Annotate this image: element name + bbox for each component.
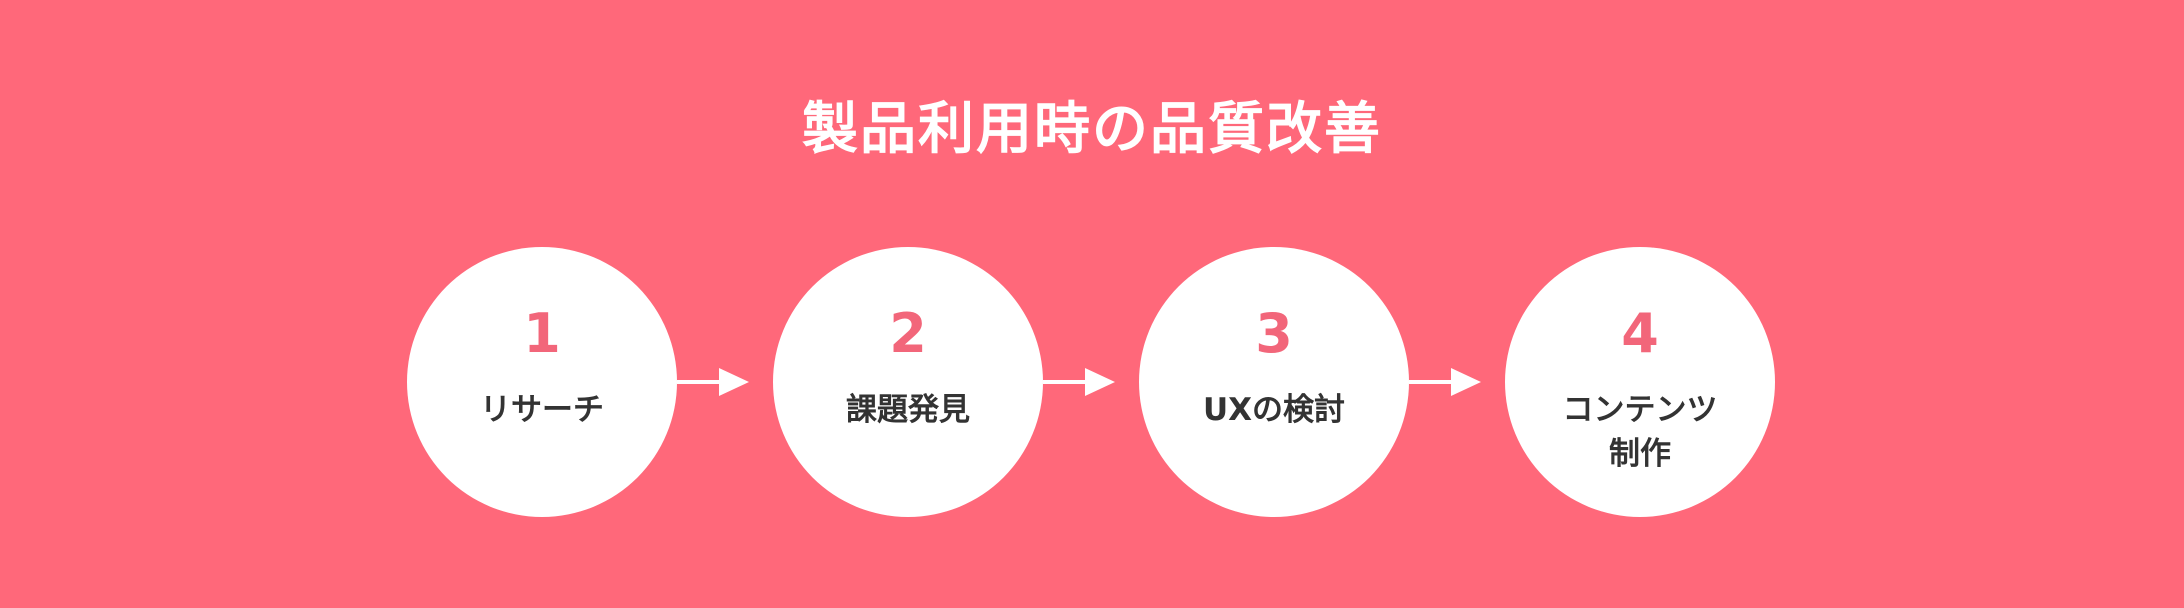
step-label: 課題発見 xyxy=(846,392,970,428)
step-circle-1: 1 リサーチ xyxy=(407,247,677,517)
arrow-right-icon xyxy=(1409,368,1481,396)
step-number: 3 xyxy=(1255,302,1293,365)
step-number: 4 xyxy=(1621,302,1659,365)
step-circle-3: 3 UXの検討 xyxy=(1139,247,1409,517)
step-circle-2: 2 課題発見 xyxy=(773,247,1043,517)
step-label: リサーチ xyxy=(480,392,604,428)
arrow-right-icon xyxy=(1043,368,1115,396)
step-label-line-1: コンテンツ xyxy=(1562,392,1718,428)
step-label: UXの検討 xyxy=(1202,392,1346,428)
arrow-right-icon xyxy=(677,368,749,396)
step-number: 2 xyxy=(889,302,927,365)
step-circle-4: 4 コンテンツ 制作 xyxy=(1505,247,1775,517)
step-label-line-2: 制作 xyxy=(1609,436,1671,472)
diagram-title: 製品利用時の品質改善 xyxy=(802,97,1382,162)
step-number: 1 xyxy=(523,302,561,365)
